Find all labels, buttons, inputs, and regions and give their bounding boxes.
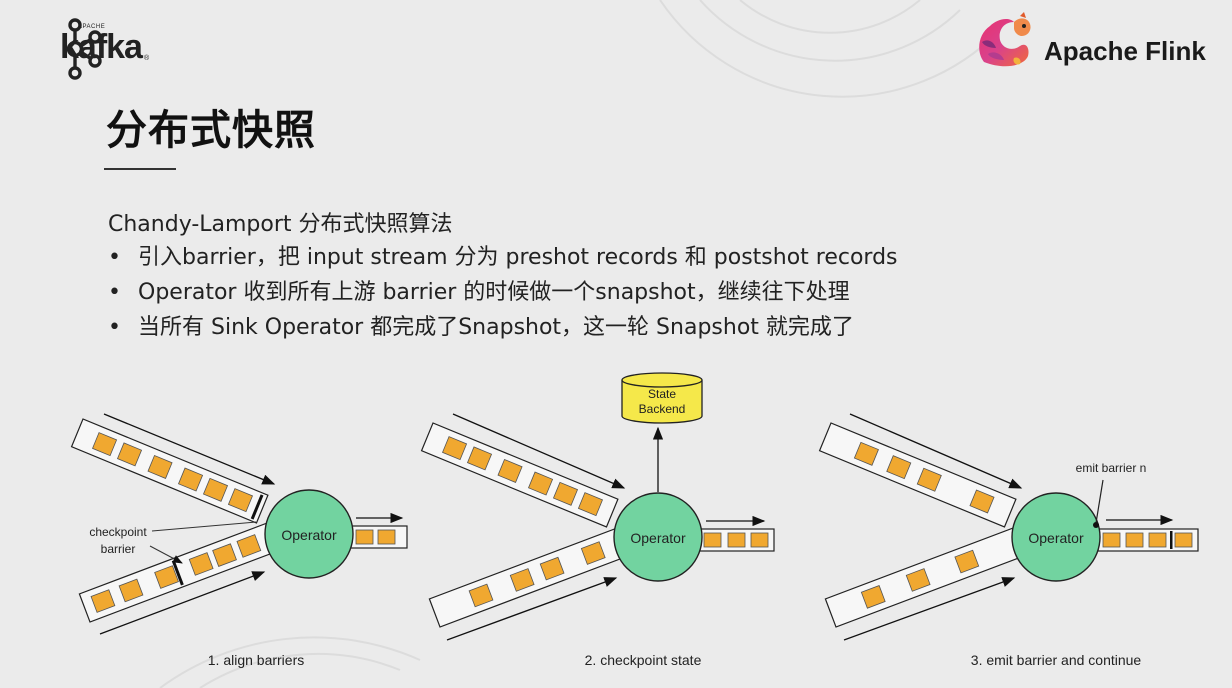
stream-arrow: [103, 413, 276, 485]
input-stream-upper: [420, 422, 619, 528]
output-stream: [1097, 528, 1199, 552]
kafka-wordmark: kafka: [60, 28, 143, 66]
checkpoint-label-line2: barrier: [101, 542, 136, 556]
slide-title: 分布式快照: [106, 106, 316, 154]
state-label-line1: State: [648, 387, 676, 401]
bullet-item: • Operator 收到所有上游 barrier 的时候做一个snapshot，…: [108, 277, 898, 312]
bullet-text: 当所有 Sink Operator 都完成了Snapshot，这一轮 Snaps…: [138, 315, 854, 340]
output-stream: [697, 528, 775, 552]
operator-node: [264, 489, 354, 579]
stream-arrow: [843, 577, 1016, 641]
bullet-list: • 引入barrier，把 input stream 分为 preshot rec…: [108, 242, 898, 347]
bullet-marker: •: [108, 245, 121, 270]
output-stream: [344, 525, 408, 549]
stream-arrow: [99, 571, 266, 635]
operator-label: Operator: [281, 527, 337, 543]
emit-pointer: [1095, 479, 1104, 524]
caption-3: 3. emit barrier and continue: [971, 652, 1142, 668]
flink-squirrel-icon: [979, 12, 1031, 67]
bullet-marker: •: [108, 315, 121, 340]
kafka-registered-mark: ®: [144, 55, 150, 62]
operator-node: [1011, 492, 1101, 582]
panel-align-barriers: Operator checkpoint barrier 1. align bar…: [70, 413, 408, 668]
emit-label: emit barrier n: [1076, 461, 1147, 475]
checkpoint-pointer: [149, 545, 183, 564]
flink-wordmark: Apache Flink: [1044, 36, 1206, 66]
stream-arrow: [849, 413, 1023, 489]
input-stream-upper: [70, 418, 269, 524]
input-stream-lower: [428, 527, 628, 628]
slide-subtitle: Chandy-Lamport 分布式快照算法: [108, 212, 453, 237]
operator-node: [613, 492, 703, 582]
input-stream-lower: [824, 527, 1024, 628]
operator-label: Operator: [630, 530, 686, 546]
bullet-item: • 当所有 Sink Operator 都完成了Snapshot，这一轮 Snap…: [108, 312, 898, 347]
bullet-item: • 引入barrier，把 input stream 分为 preshot rec…: [108, 242, 898, 277]
panel-checkpoint-state: Operator State Backend 2. checkpoint sta…: [420, 372, 775, 668]
caption-2: 2. checkpoint state: [585, 652, 702, 668]
checkpoint-pointer: [151, 521, 257, 532]
state-backend-cylinder: [621, 372, 703, 424]
input-stream-upper: [818, 422, 1017, 528]
bullet-marker: •: [108, 280, 121, 305]
bullet-text: 引入barrier，把 input stream 分为 preshot reco…: [138, 245, 898, 270]
input-stream-lower: [78, 522, 278, 623]
panel-emit-barrier: Operator emit barrier n 3. emit barrier …: [818, 413, 1199, 668]
bullet-text: Operator 收到所有上游 barrier 的时候做一个snapshot，继…: [138, 280, 850, 305]
title-divider: [104, 168, 176, 170]
stream-arrow: [452, 413, 626, 489]
checkpoint-label-line1: checkpoint: [89, 525, 147, 539]
state-label-line2: Backend: [639, 402, 686, 416]
kafka-apache-text: APACHE: [78, 24, 106, 30]
caption-1: 1. align barriers: [208, 652, 305, 668]
stream-arrow: [446, 577, 618, 641]
emit-dot: [1093, 522, 1099, 528]
kafka-logo-icon: [66, 18, 102, 80]
operator-label: Operator: [1028, 530, 1084, 546]
